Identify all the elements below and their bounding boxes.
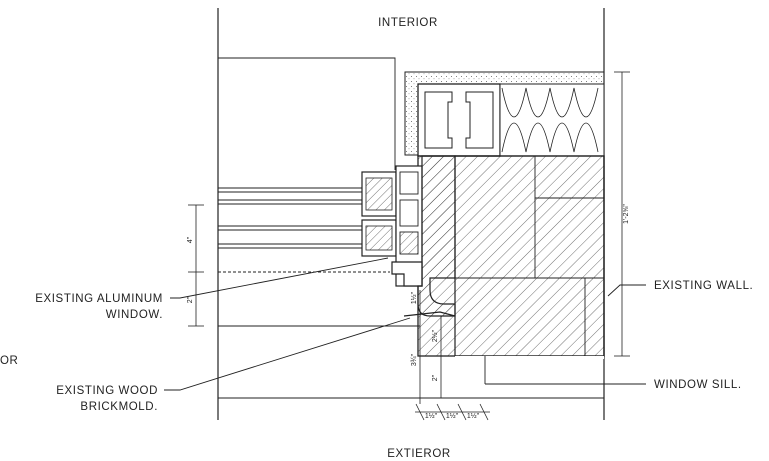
- window-sill-lines: [218, 325, 604, 399]
- dim-sill-2in: 2": [432, 374, 439, 381]
- wood-brickmold-label-2: BRICKMOLD.: [80, 401, 158, 413]
- window-sill-label: WINDOW SILL.: [654, 379, 742, 391]
- interior-label: INTERIOR: [378, 17, 438, 29]
- dim-sill-3-quarter: 3¾": [411, 353, 418, 366]
- aluminum-window-label-1: EXISTING ALUMINUM: [35, 293, 163, 305]
- dim-bottom-c: 1½": [467, 412, 480, 420]
- exterior-label: EXTIEROR: [387, 448, 451, 460]
- dim-bottom-a: 1½": [425, 412, 438, 420]
- existing-wall-label: EXISTING WALL.: [654, 280, 753, 292]
- dim-sill-2-half: 2½": [431, 329, 439, 342]
- dim-frame-1-half: 1½": [410, 291, 418, 304]
- wood-brickmold: [403, 155, 456, 317]
- leader-lines: [164, 257, 646, 391]
- dimension-lines: [188, 71, 630, 421]
- wall-blocking-insulation: [417, 83, 605, 157]
- left-cut-label: OR: [0, 355, 18, 367]
- aluminum-window-label-2: WINDOW.: [106, 309, 163, 321]
- dim-bottom-b: 1½": [446, 412, 459, 420]
- dim-window-2in: 2": [187, 296, 194, 303]
- dim-wall-height: 1'-2⅝": [623, 204, 630, 224]
- aluminum-window: [218, 165, 423, 287]
- wood-brickmold-label-1: EXISTING WOOD: [56, 385, 158, 397]
- dim-window-4in: 4": [187, 236, 194, 243]
